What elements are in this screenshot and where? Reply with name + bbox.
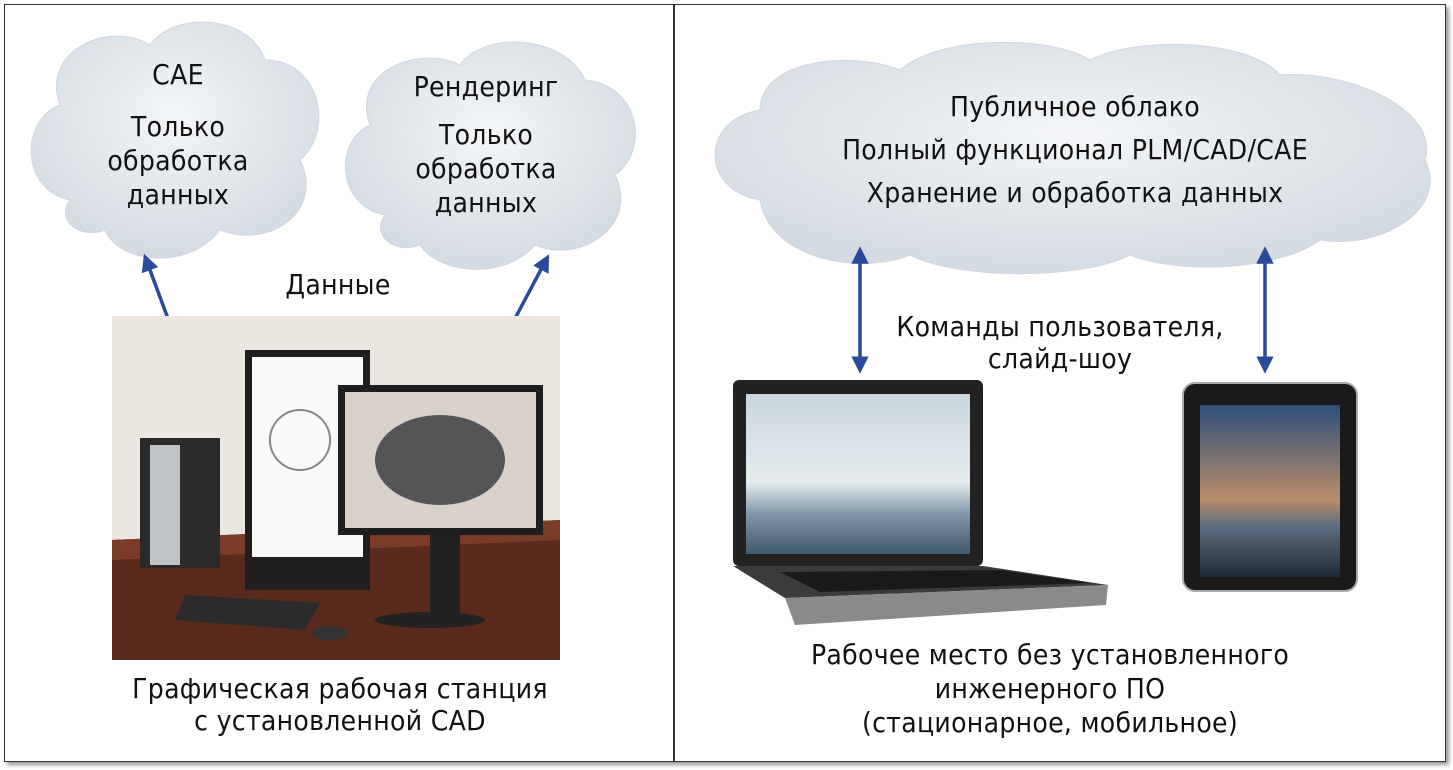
commands-line1: Команды пользователя,: [896, 310, 1224, 343]
thin-client-caption-line1: Рабочее место без установленного: [810, 638, 1290, 671]
public-cloud-line3: Хранение и обработка данных: [866, 176, 1284, 209]
render-title: Рендеринг: [413, 70, 559, 103]
workstation-caption-line1: Графическая рабочая станция: [132, 672, 548, 705]
laptop-image: [733, 380, 1108, 625]
thin-client-caption-line3: (стационарное, мобильное): [862, 706, 1238, 739]
cae-line1: Только: [130, 110, 226, 143]
cae-line2: обработка: [107, 144, 249, 177]
workstation-image: [112, 316, 560, 660]
cloud-public: [714, 41, 1431, 275]
render-line3: данных: [434, 186, 538, 219]
panel-divider: [673, 4, 675, 762]
cae-line3: данных: [126, 178, 230, 211]
render-line1: Только: [438, 118, 534, 151]
workstation-caption-line2: с установленной CAD: [194, 704, 486, 737]
commands-line2: слайд-шоу: [987, 342, 1133, 375]
public-cloud-line2: Полный функционал PLM/CAD/CAE: [842, 133, 1308, 166]
diagram-frame: [4, 4, 1446, 762]
render-line2: обработка: [415, 152, 557, 185]
tablet-image: [1182, 382, 1358, 592]
cloud-cae: [30, 21, 320, 259]
public-cloud-line1: Публичное облако: [949, 90, 1201, 123]
thin-client-caption-line2: инженерного ПО: [934, 672, 1166, 705]
data-label: Данные: [285, 268, 391, 301]
cae-title: CAE: [152, 58, 204, 91]
cloud-rendering: [344, 41, 636, 270]
